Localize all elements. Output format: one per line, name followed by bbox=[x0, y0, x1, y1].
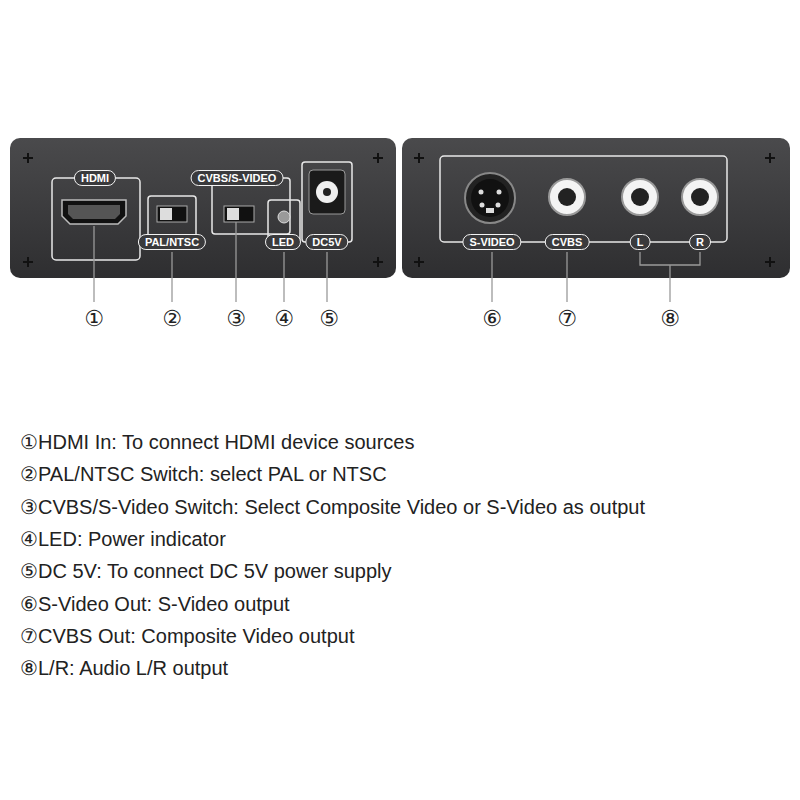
rear-panel bbox=[402, 138, 790, 278]
label-text: DC5V bbox=[312, 235, 341, 249]
svideo-port bbox=[465, 173, 515, 223]
leader-line bbox=[171, 252, 172, 302]
screws bbox=[23, 153, 775, 267]
port-label: CVBS/S-VIDEO bbox=[191, 170, 284, 186]
description-line: ⑤DC 5V: To connect DC 5V power supply bbox=[20, 559, 392, 583]
key bbox=[486, 208, 494, 213]
callout-number: ③ bbox=[226, 306, 246, 331]
svideo-inner bbox=[471, 179, 509, 217]
dc-jack bbox=[309, 170, 345, 214]
dc-jack-ring bbox=[316, 181, 338, 203]
callout-number: ① bbox=[84, 306, 104, 331]
rca-jack bbox=[682, 179, 718, 215]
callout-number: ⑤ bbox=[319, 306, 339, 331]
port-label: CVBS bbox=[545, 234, 590, 250]
description-line: ⑧L/R: Audio L/R output bbox=[20, 656, 228, 680]
switch-frame bbox=[212, 178, 290, 234]
hdmi-port bbox=[62, 200, 126, 224]
front-panel bbox=[10, 138, 396, 278]
label-text: PAL/NTSC bbox=[145, 235, 199, 249]
callout-number: ② bbox=[162, 306, 182, 331]
description-line: ④LED: Power indicator bbox=[20, 527, 226, 551]
leader-line bbox=[566, 252, 567, 302]
description-line: ②PAL/NTSC Switch: select PAL or NTSC bbox=[20, 462, 387, 486]
rca-hole bbox=[631, 188, 649, 206]
port-label: L bbox=[630, 234, 651, 250]
bracket bbox=[640, 252, 700, 302]
rca-jacks bbox=[549, 179, 718, 215]
port-label: PAL/NTSC bbox=[138, 234, 206, 250]
pin bbox=[479, 190, 484, 195]
pin bbox=[496, 203, 501, 208]
description-line: ③CVBS/S-Video Switch: Select Composite V… bbox=[20, 495, 645, 519]
leader-lines bbox=[94, 222, 700, 302]
rca-jack bbox=[622, 179, 658, 215]
callout-number: ⑦ bbox=[557, 306, 577, 331]
description-line: ⑦CVBS Out: Composite Video output bbox=[20, 624, 354, 648]
port-label: HDMI bbox=[74, 170, 116, 186]
led bbox=[278, 211, 290, 223]
callout-number: ④ bbox=[274, 306, 294, 331]
hdmi-frame bbox=[52, 178, 140, 260]
label-text: R bbox=[696, 235, 704, 249]
pal-ntsc-switch bbox=[157, 206, 187, 222]
label-text: LED bbox=[272, 235, 294, 249]
leader-line bbox=[283, 252, 284, 302]
leader-line bbox=[93, 226, 94, 302]
leader-line bbox=[491, 252, 492, 302]
switch-knob bbox=[160, 208, 172, 220]
rca-jack bbox=[549, 179, 585, 215]
screw bbox=[414, 153, 775, 267]
leader-line bbox=[235, 222, 236, 302]
description-line: ⑥S-Video Out: S-Video output bbox=[20, 592, 290, 616]
pin bbox=[497, 190, 502, 195]
port-label: DC5V bbox=[305, 234, 348, 250]
pin bbox=[480, 203, 485, 208]
label-text: HDMI bbox=[81, 171, 109, 185]
label-text: CVBS/S-VIDEO bbox=[198, 171, 277, 185]
port-label: R bbox=[689, 234, 711, 250]
port-frame bbox=[440, 156, 727, 242]
label-text: L bbox=[637, 235, 644, 249]
description-line: ①HDMI In: To connect HDMI device sources bbox=[20, 430, 414, 454]
dc-jack-pin bbox=[323, 188, 331, 196]
dc-frame bbox=[302, 162, 352, 242]
svideo-pins bbox=[479, 190, 502, 214]
rca-hole bbox=[691, 188, 709, 206]
cvbs-svideo-switch bbox=[224, 206, 254, 222]
callout-number: ⑧ bbox=[660, 306, 680, 331]
label-text: S-VIDEO bbox=[469, 235, 514, 249]
screw bbox=[23, 153, 383, 267]
callout-number: ⑥ bbox=[482, 306, 502, 331]
port-label: LED bbox=[265, 234, 301, 250]
port-label: S-VIDEO bbox=[462, 234, 521, 250]
switch-knob bbox=[227, 208, 239, 220]
hdmi-port-inner bbox=[68, 205, 120, 219]
label-text: CVBS bbox=[552, 235, 583, 249]
leader-line bbox=[326, 252, 327, 302]
rca-hole bbox=[558, 188, 576, 206]
